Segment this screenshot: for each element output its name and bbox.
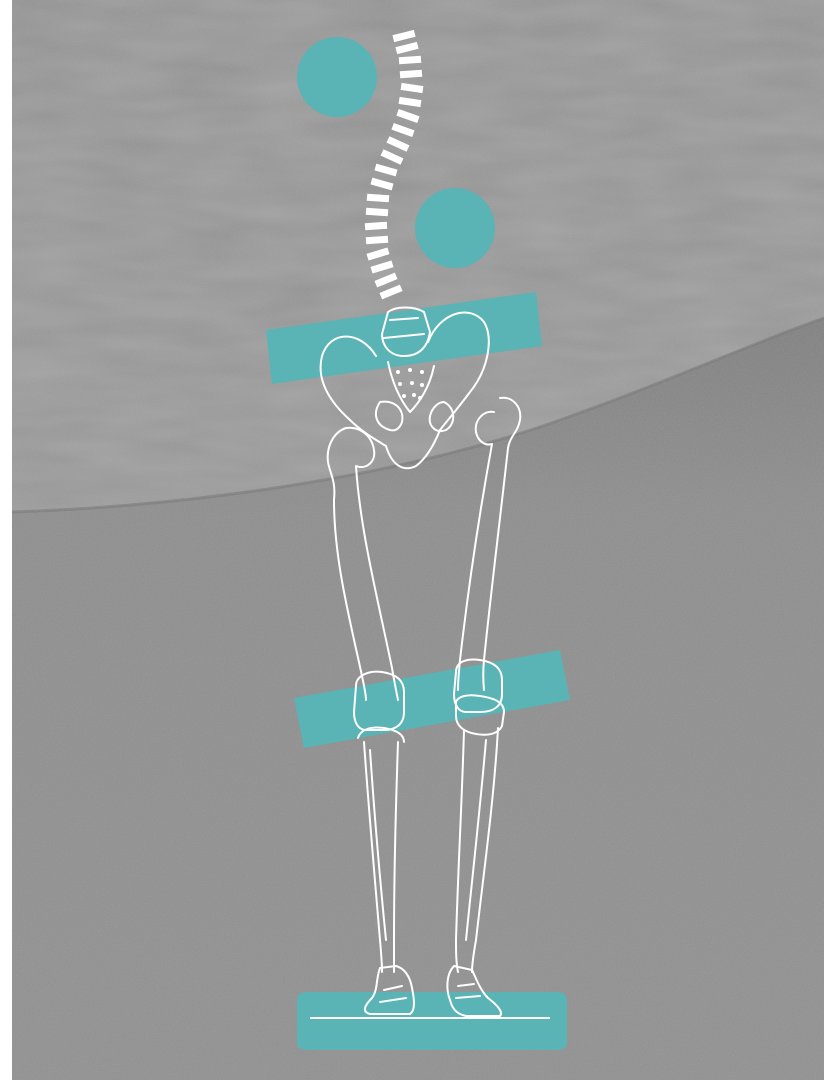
vertebra (367, 197, 389, 199)
thorax-circle (415, 188, 495, 268)
foot-bar (297, 992, 567, 1050)
vertebra (366, 211, 388, 213)
vertebra (366, 239, 388, 241)
head-circle (297, 37, 377, 117)
vertebra (399, 100, 421, 103)
vertebra (400, 73, 422, 75)
vertebra (401, 86, 423, 89)
surface-grain (12, 0, 824, 1080)
vertebra (365, 225, 387, 227)
vertebra (399, 59, 421, 61)
